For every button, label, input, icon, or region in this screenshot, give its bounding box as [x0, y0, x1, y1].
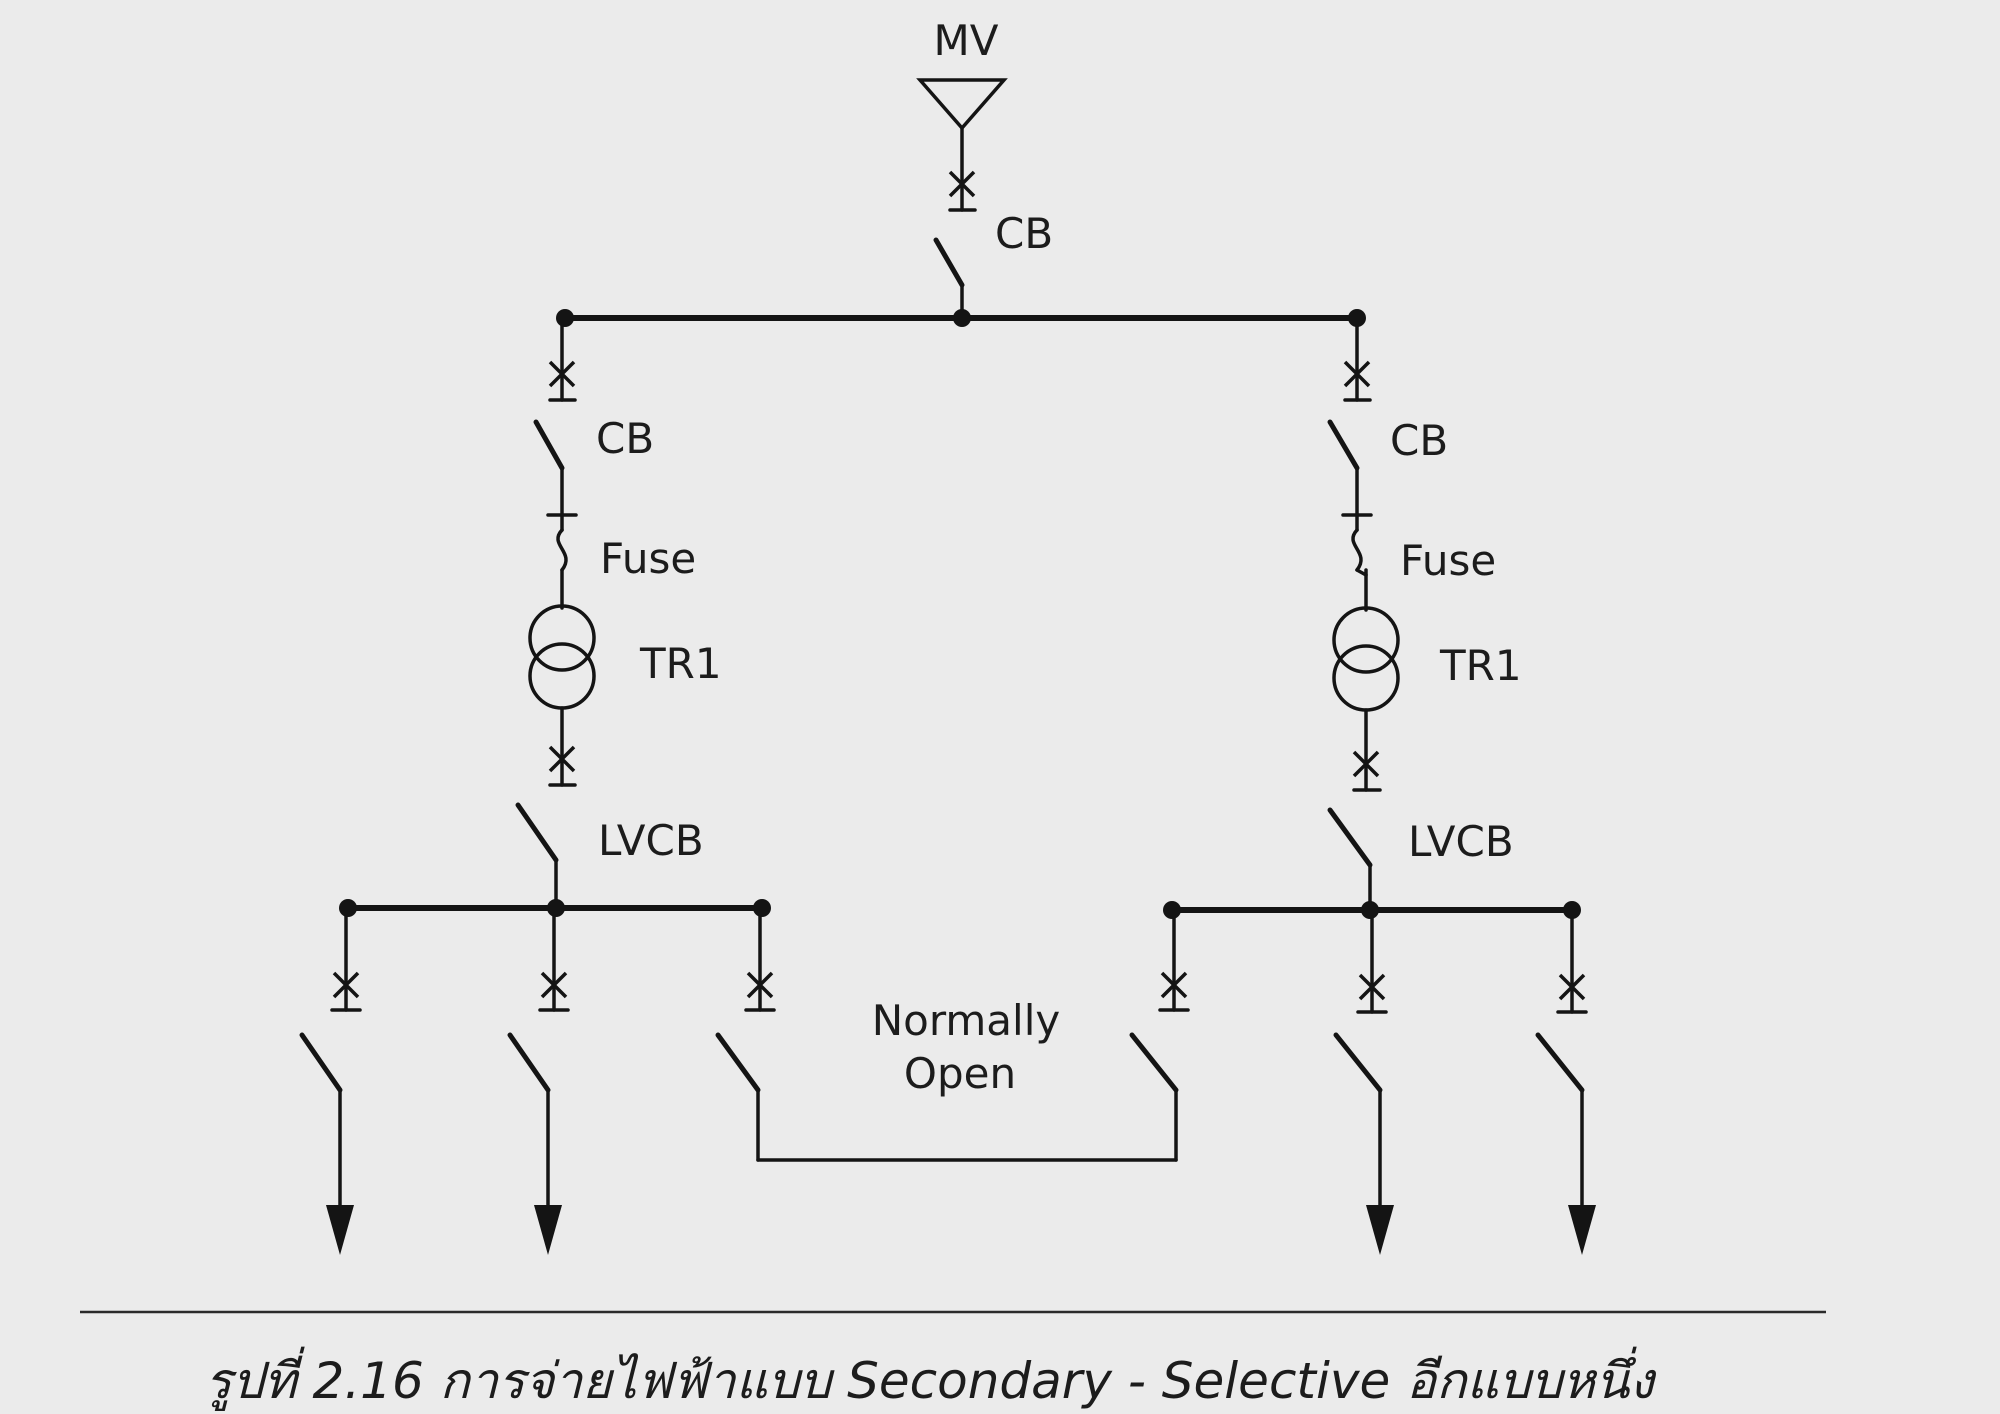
- left-fuse: [556, 513, 568, 572]
- normally-open-label-line1: Normally: [872, 996, 1061, 1045]
- left-lvcb-label: LVCB: [598, 816, 704, 865]
- left-feeder-1: [299, 906, 362, 1255]
- left-tie-feeder: [715, 906, 776, 1162]
- left-branch-mv-breaker: [533, 316, 578, 517]
- right-fuse: [1351, 513, 1363, 572]
- right-fuse-label: Fuse: [1400, 536, 1496, 585]
- left-fuse-label: Fuse: [600, 534, 696, 583]
- right-tie-feeder: [1129, 908, 1190, 1162]
- left-feeder-2: [507, 906, 570, 1255]
- right-cb-label: CB: [1390, 416, 1448, 465]
- left-cb-label: CB: [596, 414, 654, 463]
- right-transformer: [1332, 568, 1400, 792]
- left-transformer: [528, 568, 596, 787]
- normally-open-label-line2: Open: [904, 1049, 1016, 1098]
- mv-source-symbol: [916, 78, 1008, 212]
- right-transformer-label: TR1: [1439, 641, 1522, 690]
- main-circuit-breaker: [933, 170, 977, 320]
- mv-source-label: MV: [934, 16, 999, 65]
- left-lv-breaker: [515, 745, 577, 910]
- left-transformer-label: TR1: [639, 639, 722, 688]
- main-cb-label: CB: [995, 209, 1053, 258]
- right-feeder-2: [1535, 908, 1596, 1255]
- right-feeder-1: [1333, 908, 1394, 1255]
- right-branch-mv-breaker: [1327, 316, 1373, 517]
- mv-bus: [556, 309, 1366, 327]
- right-lv-breaker: [1327, 750, 1382, 912]
- figure-caption: รูปที่ 2.16 การจ่ายไฟฟ้าแบบ Secondary - …: [205, 1346, 1657, 1412]
- right-lvcb-label: LVCB: [1408, 817, 1514, 866]
